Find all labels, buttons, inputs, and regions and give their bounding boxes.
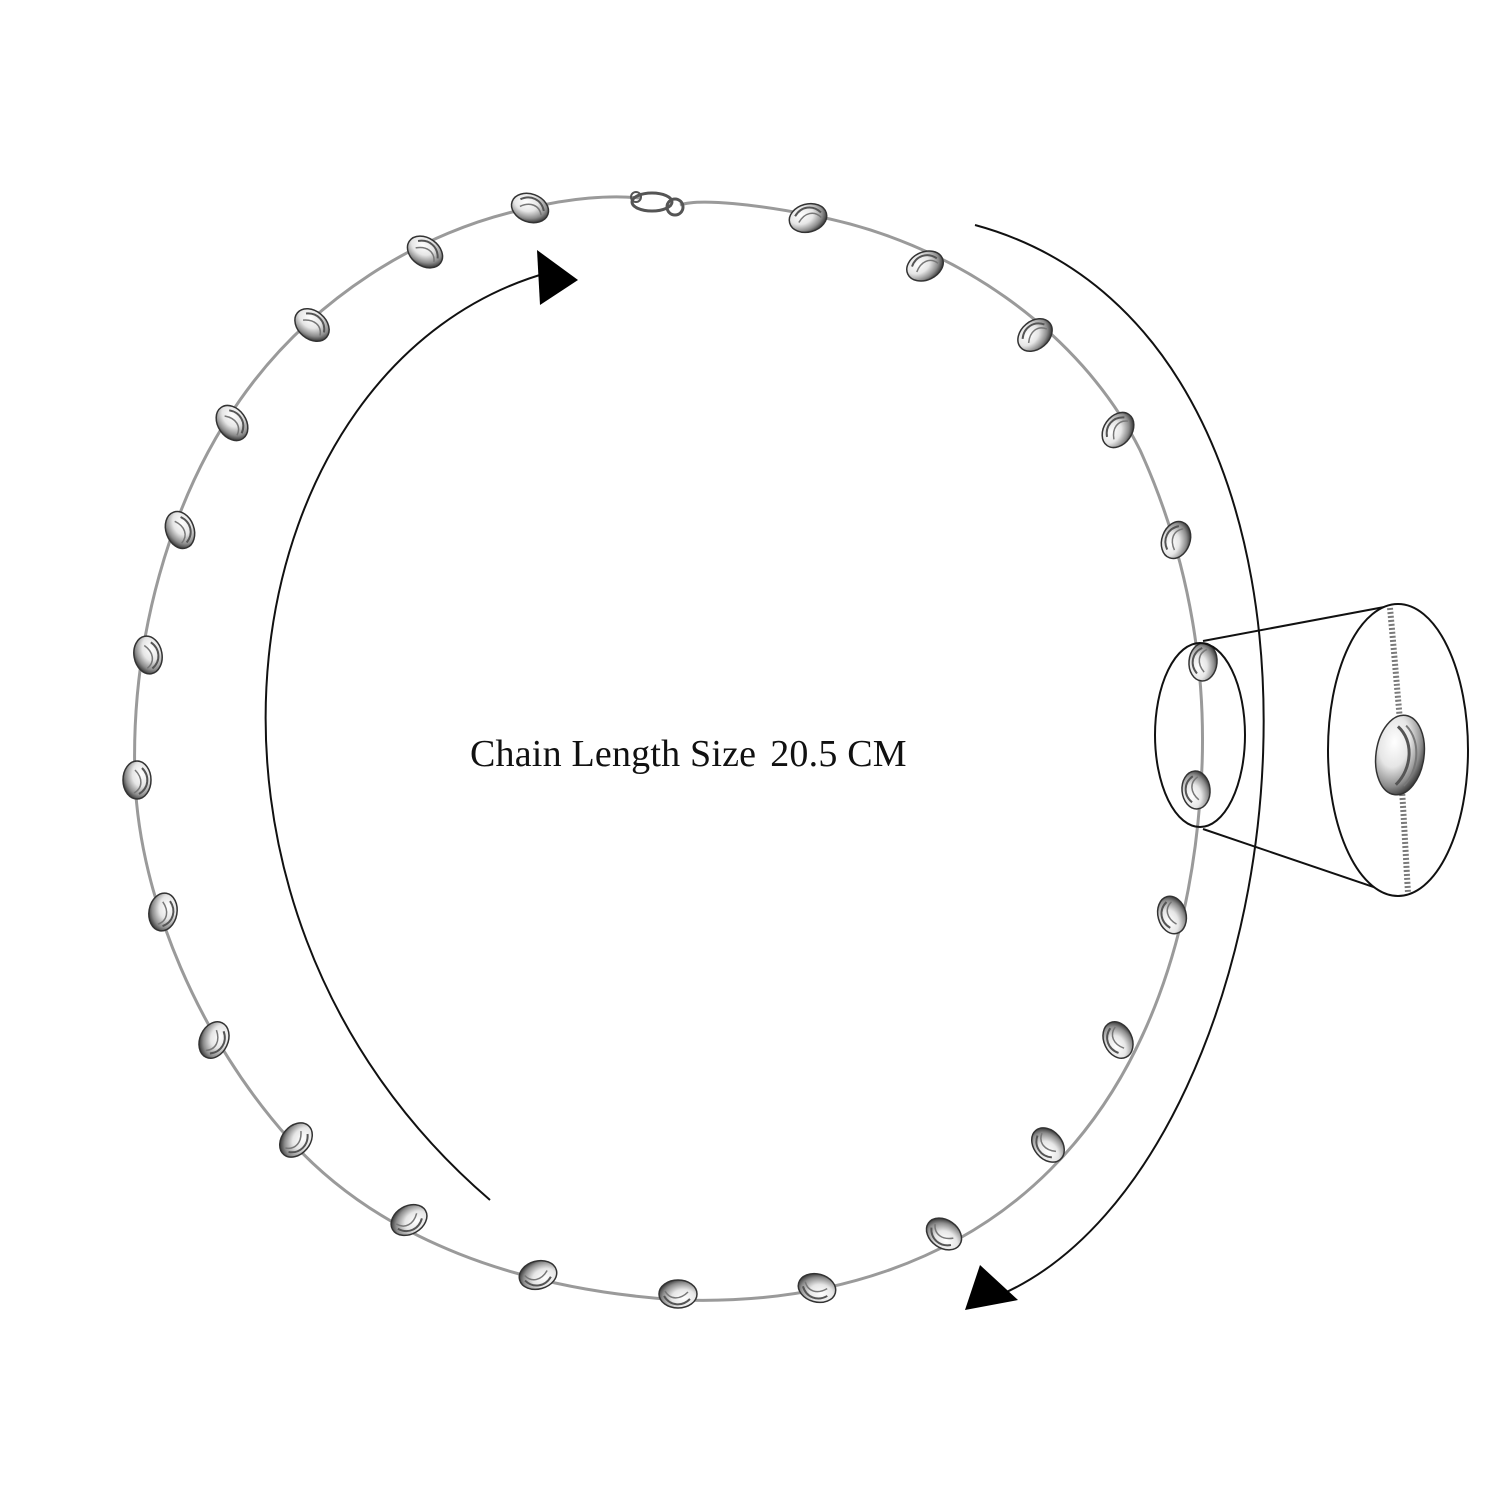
caption-value: 20.5 CM bbox=[770, 733, 907, 775]
caption-label: Chain Length Size bbox=[470, 733, 757, 775]
chain-bead bbox=[133, 635, 163, 675]
chain-bead bbox=[1188, 642, 1218, 682]
zoom-connector-bottom bbox=[1202, 828, 1401, 897]
zoom-bead bbox=[1374, 714, 1426, 796]
chain-bead bbox=[797, 1272, 837, 1304]
chain-bead bbox=[278, 1122, 314, 1158]
zoom-connector-top bbox=[1202, 604, 1396, 642]
zoom-chain-strand bbox=[1387, 607, 1411, 894]
chain-bead bbox=[925, 1217, 963, 1251]
chain-bead bbox=[164, 510, 196, 550]
chain-strand bbox=[133, 200, 1204, 1302]
chain-bead bbox=[148, 892, 178, 932]
chain-bead bbox=[294, 307, 330, 343]
chain-bead bbox=[1160, 520, 1192, 560]
chain-bead bbox=[1181, 770, 1211, 810]
chain-bead bbox=[390, 1203, 428, 1237]
chain-bead bbox=[658, 1279, 698, 1309]
chain-length-caption: Chain Length Size 20.5 CM bbox=[470, 732, 921, 776]
chain-bead bbox=[1101, 411, 1135, 449]
triangle-arrow-icon bbox=[965, 1265, 1018, 1310]
chain-bead bbox=[215, 404, 249, 442]
chain-bead bbox=[1156, 895, 1188, 935]
chain-bead bbox=[510, 192, 550, 224]
triangle-arrow-icon bbox=[537, 250, 578, 305]
chain-bead bbox=[406, 235, 444, 269]
left-measurement-arc bbox=[264, 271, 551, 1201]
lobster-clasp-icon bbox=[630, 191, 685, 217]
zoom-source-ellipse bbox=[1154, 642, 1246, 828]
chain-bead bbox=[122, 760, 152, 800]
chain-bead bbox=[1017, 317, 1053, 353]
chain-bead bbox=[788, 202, 828, 234]
chain-bead bbox=[1030, 1127, 1066, 1163]
chain-bead bbox=[198, 1021, 230, 1059]
chain-bead bbox=[906, 250, 944, 282]
right-measurement-arc bbox=[974, 224, 1265, 1296]
chain-bead bbox=[1102, 1021, 1134, 1059]
bead-group bbox=[122, 192, 1218, 1309]
chain-bead bbox=[518, 1259, 558, 1291]
